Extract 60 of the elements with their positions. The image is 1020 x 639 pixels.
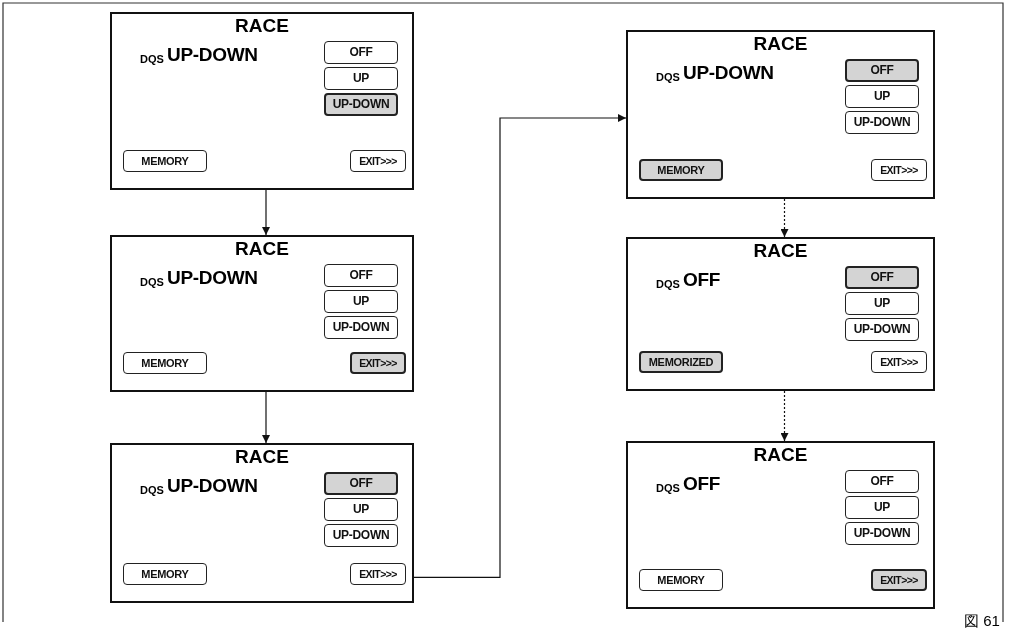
option-button: UP-DOWN [845, 318, 919, 341]
screen-panel [110, 12, 414, 190]
arrow [780, 390, 789, 442]
option-button: OFF [324, 472, 398, 495]
mode-value: OFF [683, 473, 721, 495]
option-button: UP [845, 292, 919, 315]
mode-value: OFF [683, 269, 721, 291]
exit-button: EXIT>>> [871, 351, 927, 373]
screen-panel [626, 237, 935, 391]
mode-value: UP-DOWN [167, 44, 258, 66]
screen-panel [626, 441, 935, 609]
arrow [262, 391, 270, 444]
option-button: UP-DOWN [845, 522, 919, 545]
screen-title: RACE [753, 444, 808, 466]
mode-value: UP-DOWN [683, 62, 774, 84]
screen-panel [110, 235, 414, 392]
arrow [413, 114, 627, 578]
screen-title: RACE [753, 33, 808, 55]
option-button: UP-DOWN [324, 316, 398, 339]
mode-label: DQS [656, 70, 680, 84]
option-button: OFF [845, 470, 919, 493]
figure-caption: 図 61 [964, 612, 1000, 630]
exit-button: EXIT>>> [871, 159, 927, 181]
option-button: UP [845, 85, 919, 108]
memory-button: MEMORY [123, 563, 207, 585]
mode-label: DQS [656, 277, 680, 291]
option-button: UP-DOWN [324, 93, 398, 116]
exit-button: EXIT>>> [350, 352, 406, 374]
option-button: UP [324, 67, 398, 90]
exit-button: EXIT>>> [350, 563, 406, 585]
option-button: UP [324, 498, 398, 521]
exit-button: EXIT>>> [350, 150, 406, 172]
option-button: UP [845, 496, 919, 519]
option-button: OFF [845, 266, 919, 289]
memory-button: MEMORY [639, 569, 723, 591]
mode-value: UP-DOWN [167, 475, 258, 497]
screen-title: RACE [235, 446, 289, 468]
memory-button: MEMORY [639, 159, 723, 181]
option-button: UP-DOWN [845, 111, 919, 134]
option-button: UP-DOWN [324, 524, 398, 547]
arrow [262, 189, 270, 236]
memory-button: MEMORY [123, 352, 207, 374]
mode-value: UP-DOWN [167, 267, 258, 289]
option-button: UP [324, 290, 398, 313]
mode-label: DQS [656, 481, 680, 495]
mode-label: DQS [140, 275, 164, 289]
memory-button: MEMORIZED [639, 351, 723, 373]
mode-label: DQS [140, 483, 164, 497]
arrow [780, 198, 789, 238]
screen-panel [110, 443, 414, 603]
screen-panel [626, 30, 935, 199]
memory-button: MEMORY [123, 150, 207, 172]
screen-title: RACE [235, 15, 289, 37]
screen-title: RACE [753, 240, 808, 262]
option-button: OFF [324, 264, 398, 287]
mode-label: DQS [140, 52, 164, 66]
option-button: OFF [324, 41, 398, 64]
option-button: OFF [845, 59, 919, 82]
screen-title: RACE [235, 238, 289, 260]
exit-button: EXIT>>> [871, 569, 927, 591]
